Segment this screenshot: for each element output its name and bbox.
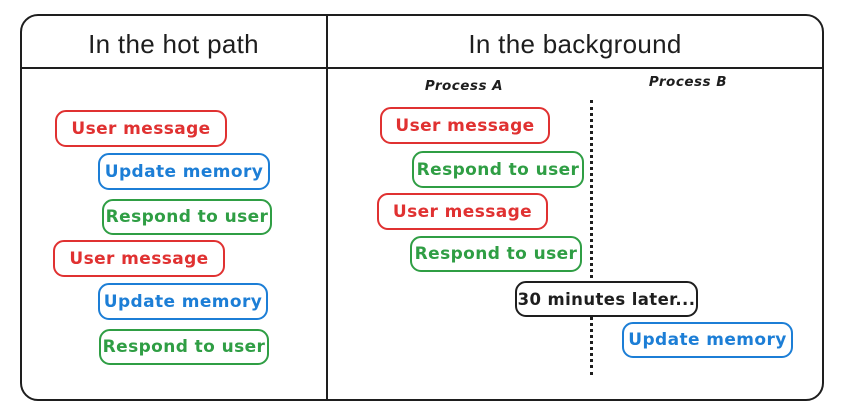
box-label: User message	[392, 201, 533, 222]
right-panel-title: In the background	[468, 28, 682, 59]
box-label: 30 minutes later...	[517, 289, 696, 309]
background-box-user-message-2: User message	[377, 193, 548, 230]
background-box-respond-to-user-1: Respond to user	[412, 151, 584, 188]
hot-path-box-update-memory-1: Update memory	[98, 153, 270, 190]
hot-path-box-respond-to-user-2: Respond to user	[99, 329, 269, 365]
hot-path-box-update-memory-2: Update memory	[98, 283, 268, 320]
process-a-label: Process A	[424, 78, 504, 94]
background-box-respond-to-user-2: Respond to user	[410, 236, 582, 272]
panel-divider-line	[326, 14, 328, 399]
hot-path-box-user-message-1: User message	[55, 110, 227, 147]
hot-path-box-user-message-2: User message	[53, 240, 225, 277]
background-box-update-memory: Update memory	[622, 322, 793, 358]
box-label: User message	[69, 248, 209, 269]
box-label: User message	[395, 115, 535, 136]
thirty-minutes-later-box: 30 minutes later...	[515, 281, 698, 317]
box-label: Update memory	[628, 330, 787, 350]
process-b-label: Process B	[648, 74, 728, 90]
process-divider-dotted-line	[590, 100, 593, 375]
box-label: User message	[71, 118, 211, 139]
background-box-user-message-1: User message	[380, 107, 550, 144]
left-panel-title: In the hot path	[88, 28, 259, 59]
box-label: Update memory	[104, 161, 264, 182]
box-label: Respond to user	[102, 337, 266, 357]
box-label: Respond to user	[416, 159, 580, 180]
hot-path-box-respond-to-user-1: Respond to user	[102, 199, 272, 235]
box-label: Respond to user	[414, 244, 578, 264]
box-label: Respond to user	[105, 207, 269, 227]
header-divider-line	[21, 67, 822, 69]
box-label: Update memory	[103, 291, 263, 312]
